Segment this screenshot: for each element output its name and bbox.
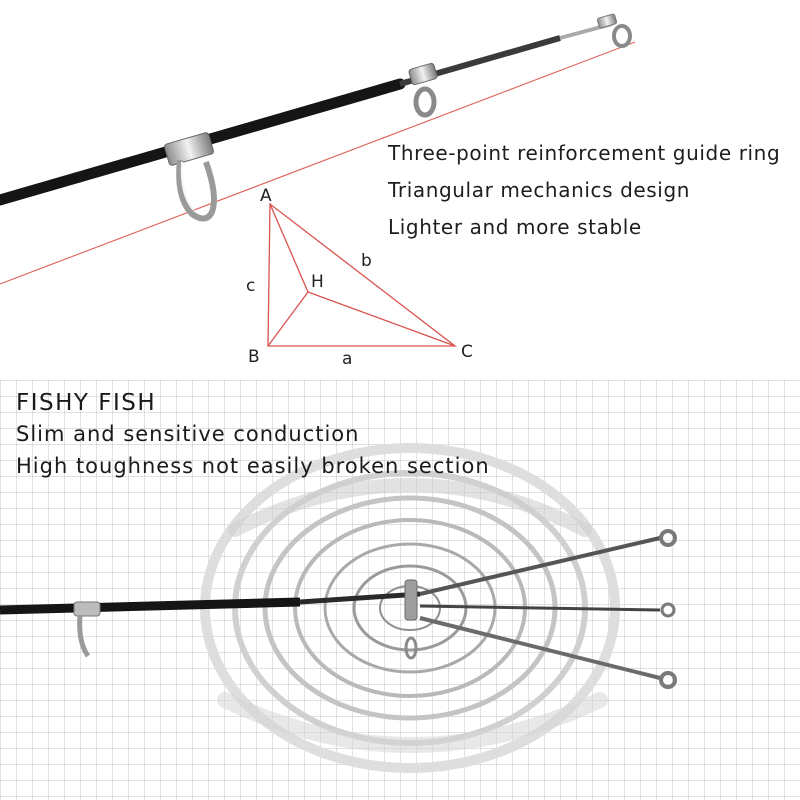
side-label-b: b [361, 251, 372, 271]
butt-guide-ring [73, 601, 101, 658]
center-guide-ring [404, 579, 418, 660]
vertex-label-a: A [260, 186, 272, 206]
middle-guide-ring [408, 62, 438, 118]
segment-ah [269, 203, 309, 293]
segment-bh [267, 291, 309, 347]
vertex-label-h: H [311, 272, 324, 292]
feature-line-3: Lighter and more stable [388, 215, 642, 239]
large-guide-ring [164, 132, 217, 222]
rod-tip-illustration [0, 13, 636, 285]
benefit-line-2: High toughness not easily broken section [16, 454, 490, 478]
tip-guide-rings [659, 529, 677, 689]
triangle-outline [267, 202, 457, 347]
vertex-label-c: C [461, 342, 473, 362]
feature-line-2: Triangular mechanics design [388, 178, 691, 202]
triangle-mechanics-diagram: A B C H a b c [246, 186, 473, 369]
benefit-line-1: Slim and sensitive conduction [16, 422, 360, 446]
rod-center-section [299, 591, 421, 605]
brand-name: FISHY FISH [16, 390, 157, 416]
rod-tip-flexed-down [419, 616, 661, 680]
rod-blank [0, 597, 301, 615]
side-label-a: a [342, 349, 352, 369]
tip-guide-ring [596, 13, 632, 48]
segment-ch [307, 291, 456, 347]
top-section: Three-point reinforcement guide ring Tri… [0, 0, 800, 380]
rod-tip-straight [419, 604, 661, 612]
rod-tip-flexed-up [419, 536, 661, 596]
rod-flex-illustration [0, 443, 677, 773]
vertex-label-b: B [248, 347, 260, 367]
bottom-section [0, 380, 800, 800]
side-label-c: c [246, 276, 255, 296]
feature-line-1: Three-point reinforcement guide ring [388, 141, 781, 165]
guide-line [0, 41, 636, 285]
